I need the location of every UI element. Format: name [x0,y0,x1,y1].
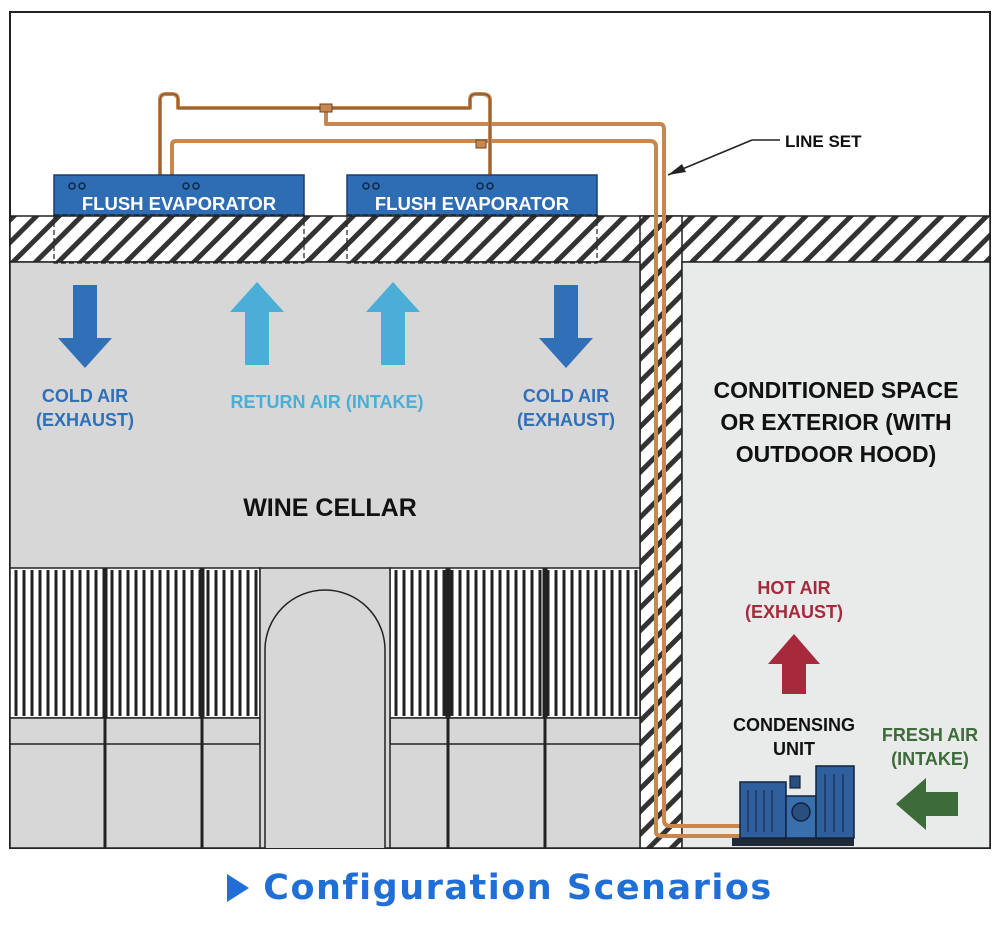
condensing-unit-label: CONDENSING [733,715,855,735]
conditioned-space-label-1: CONDITIONED SPACE [714,377,959,403]
evaporator-1-label: FLUSH EVAPORATOR [82,193,276,214]
play-triangle-icon [227,874,250,902]
return-air-arrow-left [230,282,284,365]
condensing-unit-sublabel: UNIT [773,739,815,759]
pipe-fitting [475,139,487,149]
return-air-arrow-right [366,282,420,365]
cold-air-left-sublabel: (EXHAUST) [36,410,134,430]
conditioned-space-room [681,261,991,849]
flush-evaporator-2[interactable]: FLUSH EVAPORATOR [346,174,598,264]
wine-cellar-label: WINE CELLAR [243,494,417,522]
fresh-air-label: FRESH AIR [882,725,978,745]
arched-doorway [259,567,391,849]
cold-air-arrow-right [539,285,593,368]
partition-wall [639,215,683,849]
wine-rack-right [389,567,641,848]
line-set-label: LINE SET [785,132,862,151]
flush-evaporator-1[interactable]: FLUSH EVAPORATOR [53,174,305,264]
return-air-label: RETURN AIR (INTAKE) [231,392,424,412]
line-set-callout [667,139,780,176]
fresh-air-arrow [896,778,958,830]
hot-air-arrow [768,634,820,694]
cold-air-right-sublabel: (EXHAUST) [517,410,615,430]
cold-air-right-label: COLD AIR [523,386,609,406]
condensing-unit[interactable] [732,765,855,846]
fresh-air-sublabel: (INTAKE) [891,749,969,769]
conditioned-space-label-3: OUTDOOR HOOD) [736,441,937,467]
evaporator-2-label: FLUSH EVAPORATOR [375,193,569,214]
hot-air-label: HOT AIR [757,578,830,598]
diagram-canvas: LINE SET FLUSH EVAPORATOR FLUSH EVAPORAT… [9,11,991,849]
footer-caption: Configuration Scenarios [0,860,1000,916]
configuration-scenarios-title: Configuration Scenarios [263,868,773,908]
hot-air-sublabel: (EXHAUST) [745,602,843,622]
pipe-tee [319,103,333,113]
ceiling-wall [9,215,991,263]
cold-air-arrow-left [58,285,112,368]
wine-rack-left [9,567,261,848]
conditioned-space-label-2: OR EXTERIOR (WITH [720,409,951,435]
cold-air-left-label: COLD AIR [42,386,128,406]
